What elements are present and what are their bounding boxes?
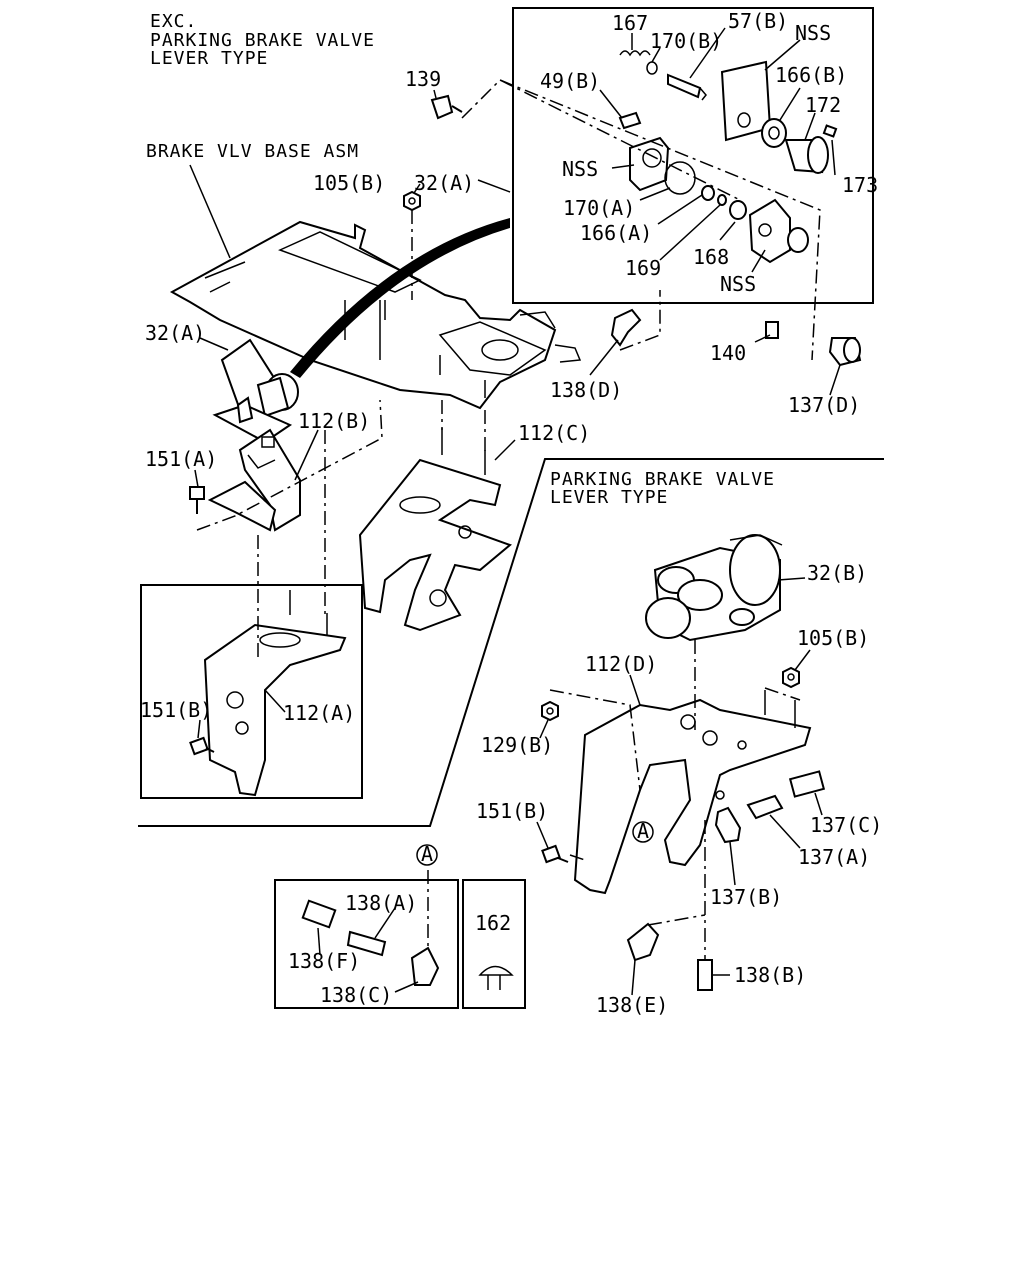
bracket-112b [207,428,301,532]
header-parking-brake-lever: PARKING BRAKE VALVE LEVER TYPE [550,469,775,508]
clip-162 [478,965,514,990]
label-32a-left: 32(A) [145,321,205,345]
label-151b-left: 151(B) [140,698,212,722]
label-140: 140 [710,341,746,365]
label-173: 173 [842,173,878,197]
label-166b: 166(B) [775,63,847,87]
fitting-137b [714,806,742,844]
label-162: 162 [475,911,511,935]
label-105b-right: 105(B) [797,626,869,650]
bolt-151a [189,486,205,514]
fitting-138b [697,959,713,991]
label-nss-low: NSS [720,272,756,296]
bracket-112d [573,690,812,895]
fitting-138e [626,922,660,962]
label-170b: 170(B) [650,29,722,53]
label-137a: 137(A) [798,845,870,869]
fitting-140 [765,321,779,339]
header-lever-line1: PARKING BRAKE VALVE [550,469,775,490]
bracket-112c [358,428,512,632]
label-brake-vlv-base-asm: BRAKE VLV BASE ASM [146,141,359,162]
label-151b-right: 151(B) [476,799,548,823]
valve-32a [212,338,299,444]
label-nss-top: NSS [795,21,831,45]
valve-32b [645,534,783,642]
label-137b: 137(B) [710,885,782,909]
label-138d: 138(D) [550,378,622,402]
label-170a: 170(A) [563,196,635,220]
label-151a: 151(A) [145,447,217,471]
center-lines [196,79,821,960]
label-circle-a-right: A [637,819,649,843]
label-32a-top: 32(A) [414,171,474,195]
header-exc-parking-brake: EXC. PARKING BRAKE VALVE LEVER TYPE [150,11,375,69]
label-138b: 138(B) [734,963,806,987]
nut-105b-top [403,190,421,212]
section-divider [138,458,884,827]
brake-valve-base-plate [169,220,582,410]
bolt-151b-right [541,844,569,864]
label-105b-top: 105(B) [313,171,385,195]
label-168: 168 [693,245,729,269]
fitting-137d [828,337,862,367]
label-129b: 129(B) [481,733,553,757]
fitting-137a [746,794,784,820]
label-138c: 138(C) [320,983,392,1007]
valve-detail-box [512,7,874,304]
fitting-137c [788,770,826,798]
label-circle-a-bottom: A [421,842,433,866]
label-139: 139 [405,67,441,91]
nut-105b-right [782,666,800,689]
header-lever-line2: LEVER TYPE [550,487,668,508]
nut-129b [541,700,559,722]
header-exc-line2: PARKING BRAKE VALVE [150,30,375,51]
header-exc-line3: LEVER TYPE [150,48,268,69]
label-57b: 57(B) [728,9,788,33]
label-112a: 112(A) [283,701,355,725]
label-169: 169 [625,256,661,280]
bolt-151b-left [189,736,215,756]
label-137c: 137(C) [810,813,882,837]
fitting-139 [430,94,463,120]
label-166a: 166(A) [580,221,652,245]
label-167: 167 [612,11,648,35]
circle-a-bottom [416,844,438,866]
label-138e: 138(E) [596,993,668,1017]
label-137d: 137(D) [788,393,860,417]
fittings-138-set [301,899,440,986]
header-exc-line1: EXC. [150,11,197,32]
label-138a: 138(A) [345,891,417,915]
label-138f: 138(F) [288,949,360,973]
label-49b: 49(B) [540,69,600,93]
bracket-112a [203,590,347,797]
label-32b: 32(B) [807,561,867,585]
leader-lines [189,27,841,996]
circle-a-right [632,821,654,843]
label-nss-mid: NSS [562,157,598,181]
part-162-box [462,879,526,1009]
bracket-112a-box [140,584,363,799]
label-112d: 112(D) [585,652,657,676]
hose-32a [290,218,510,378]
part-labels: BRAKE VLV BASE ASM 139 167 170(B) 57(B) … [140,9,882,1017]
label-172: 172 [805,93,841,117]
fittings-box [274,879,459,1009]
fitting-138d [610,308,642,347]
label-112c: 112(C) [518,421,590,445]
label-112b: 112(B) [298,409,370,433]
